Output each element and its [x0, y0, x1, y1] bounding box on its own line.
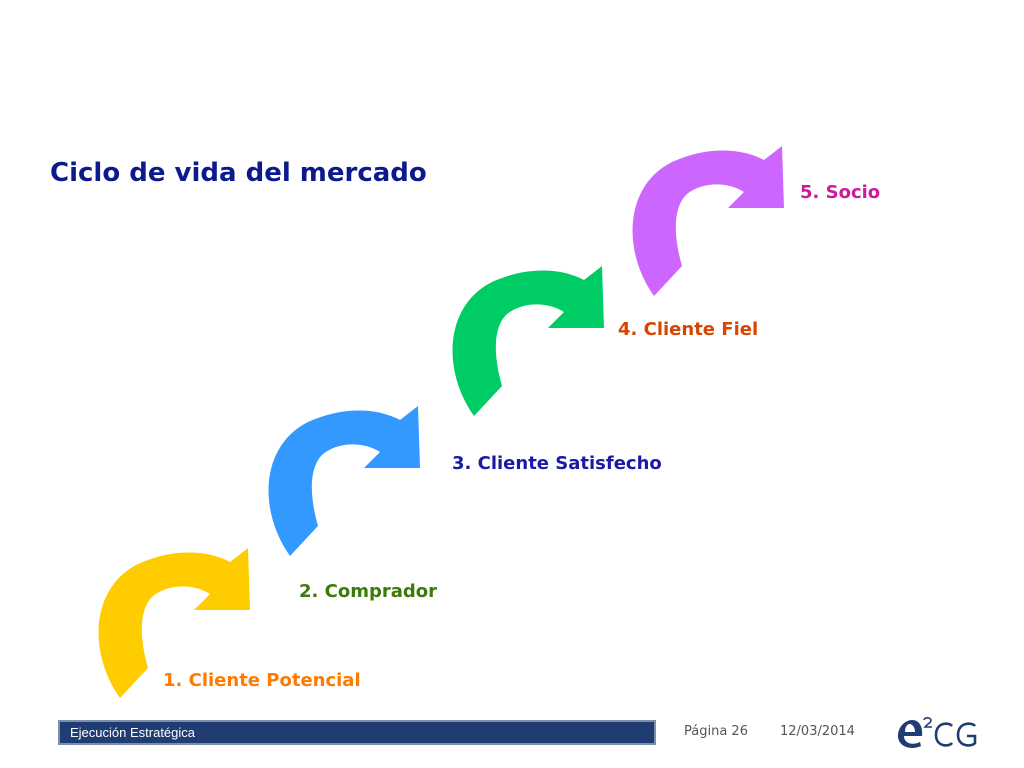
footer-section-label: Ejecución Estratégica: [70, 725, 196, 740]
footer-page-number: Página 26: [684, 724, 748, 739]
footer-section-bar: Ejecución Estratégica: [58, 720, 656, 745]
curved-arrow-icon: [452, 266, 604, 416]
curved-arrow-icon: [98, 548, 250, 698]
curved-arrow-icon: [268, 406, 420, 556]
step-label-5: 5. Socio: [800, 182, 881, 203]
step-label-4: 4. Cliente Fiel: [618, 319, 759, 340]
step-label-3: 3. Cliente Satisfecho: [452, 453, 662, 474]
footer-date: 12/03/2014: [780, 724, 855, 739]
curved-arrow-icon: [632, 146, 784, 296]
e2cg-logo-icon: [898, 717, 977, 748]
page-title: Ciclo de vida del mercado: [50, 158, 427, 188]
step-label-1: 1. Cliente Potencial: [163, 670, 361, 691]
step-label-2: 2. Comprador: [299, 581, 437, 602]
